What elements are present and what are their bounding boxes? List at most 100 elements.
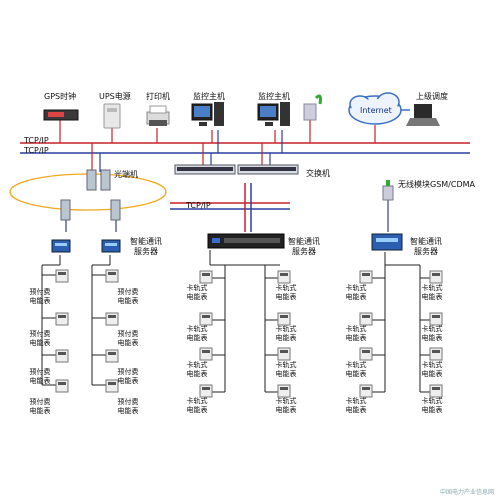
- energy-meter-icon: [359, 347, 373, 361]
- monitor-host-label: 监控主机: [193, 92, 225, 101]
- meter-label-line1: 预付费: [117, 288, 139, 296]
- printer-icon: [146, 105, 170, 126]
- meter-label-line2: 电能表: [117, 377, 139, 385]
- internet-label: Internet: [360, 106, 392, 115]
- tcpip-label: TCP/IP: [24, 136, 49, 145]
- server-label-line1: 智能通讯: [410, 237, 442, 246]
- energy-meter-icon: [277, 270, 291, 284]
- meter-label-line1: 卡轨式: [421, 361, 443, 369]
- meter-label-line2: 电能表: [421, 370, 443, 378]
- meter-label-line1: 预付费: [29, 368, 51, 376]
- meter-label-line2: 电能表: [275, 293, 297, 301]
- meter-label-line2: 电能表: [117, 407, 139, 415]
- meter-label-line1: 预付费: [29, 398, 51, 406]
- energy-meter-icon: [55, 379, 69, 393]
- meter-group: [55, 269, 443, 398]
- meter-label-line2: 电能表: [345, 370, 367, 378]
- meter-label-line1: 卡轨式: [186, 284, 208, 292]
- meter-label-line1: 卡轨式: [345, 397, 367, 405]
- meter-label-line1: 卡轨式: [275, 284, 297, 292]
- monitor-host-icon: [191, 102, 224, 126]
- meter-label-line2: 电能表: [345, 406, 367, 414]
- meter-label-line2: 电能表: [345, 334, 367, 342]
- optical-transceiver-icon: [60, 199, 121, 221]
- meter-label-line1: 卡轨式: [275, 361, 297, 369]
- energy-meter-icon: [277, 347, 291, 361]
- energy-meter-icon: [429, 347, 443, 361]
- wireless-module-icon: [382, 180, 394, 201]
- meter-label-line2: 电能表: [275, 406, 297, 414]
- meter-label-line1: 卡轨式: [345, 325, 367, 333]
- server-label-line2: 服务器: [134, 247, 158, 256]
- smart-server-icon: [51, 239, 71, 253]
- energy-meter-icon: [55, 349, 69, 363]
- laptop-icon: [406, 104, 440, 126]
- energy-meter-icon: [55, 312, 69, 326]
- gps-clock-label: GPS时钟: [44, 92, 77, 101]
- server-label-line2: 服务器: [292, 247, 316, 256]
- energy-meter-icon: [199, 384, 213, 398]
- energy-meter-icon: [199, 347, 213, 361]
- meter-label-line2: 电能表: [117, 297, 139, 305]
- meter-label-line2: 电能表: [186, 293, 208, 301]
- energy-meter-icon: [105, 269, 119, 283]
- energy-meter-icon: [199, 270, 213, 284]
- meter-label-line2: 电能表: [345, 293, 367, 301]
- meter-label-line2: 电能表: [29, 377, 51, 385]
- smart-server-icon: [207, 233, 285, 249]
- meter-label-line1: 卡轨式: [275, 397, 297, 405]
- meter-label-line1: 卡轨式: [421, 325, 443, 333]
- internet-cloud-icon: [348, 92, 402, 125]
- meter-label-line1: 卡轨式: [186, 325, 208, 333]
- device-icon: [303, 94, 322, 121]
- optical-transceiver-icon: [86, 169, 111, 191]
- meter-label-line2: 电能表: [421, 406, 443, 414]
- meter-label-line2: 电能表: [117, 339, 139, 347]
- meter-label-line2: 电能表: [421, 334, 443, 342]
- meter-label-line1: 预付费: [117, 330, 139, 338]
- smart-server-icon: [371, 233, 403, 251]
- ups-icon: [103, 103, 121, 129]
- meter-label-line1: 卡轨式: [186, 361, 208, 369]
- server-label-line1: 智能通讯: [130, 237, 162, 246]
- meter-label-line2: 电能表: [421, 293, 443, 301]
- optical-label: 光端机: [114, 170, 138, 179]
- meter-label-line2: 电能表: [186, 334, 208, 342]
- energy-meter-icon: [105, 312, 119, 326]
- meter-label-line2: 电能表: [29, 297, 51, 305]
- server-label-line1: 智能通讯: [288, 237, 320, 246]
- meter-label-line1: 卡轨式: [275, 325, 297, 333]
- energy-meter-icon: [277, 312, 291, 326]
- server-label-line2: 服务器: [414, 247, 438, 256]
- meter-label-line1: 卡轨式: [421, 397, 443, 405]
- smart-server-icon: [101, 239, 121, 253]
- upper-dispatch-label: 上级调度: [416, 92, 448, 101]
- meter-label-line1: 预付费: [29, 288, 51, 296]
- meter-label-line2: 电能表: [275, 334, 297, 342]
- wireless-module-label: 无线模块GSM/CDMA: [398, 180, 475, 189]
- energy-meter-icon: [429, 312, 443, 326]
- energy-meter-icon: [359, 270, 373, 284]
- ups-label: UPS电源: [99, 92, 131, 101]
- meter-label-line2: 电能表: [186, 370, 208, 378]
- meter-label-line1: 预付费: [29, 330, 51, 338]
- meter-label-line1: 卡轨式: [345, 284, 367, 292]
- tcpip-label: TCP/IP: [186, 201, 211, 210]
- gps-clock-icon: [43, 109, 79, 121]
- energy-meter-icon: [105, 349, 119, 363]
- meter-label-line1: 卡轨式: [345, 361, 367, 369]
- energy-meter-icon: [429, 384, 443, 398]
- meter-label-line1: 预付费: [117, 368, 139, 376]
- energy-meter-icon: [429, 270, 443, 284]
- meter-label-line2: 电能表: [29, 407, 51, 415]
- meter-label-line1: 预付费: [117, 398, 139, 406]
- energy-meter-icon: [55, 269, 69, 283]
- meter-label-line2: 电能表: [29, 339, 51, 347]
- meter-label-line2: 电能表: [275, 370, 297, 378]
- energy-meter-icon: [199, 312, 213, 326]
- monitor-host-icon: [257, 102, 290, 126]
- energy-meter-icon: [359, 312, 373, 326]
- energy-meter-icon: [359, 384, 373, 398]
- switch-label: 交换机: [306, 169, 330, 178]
